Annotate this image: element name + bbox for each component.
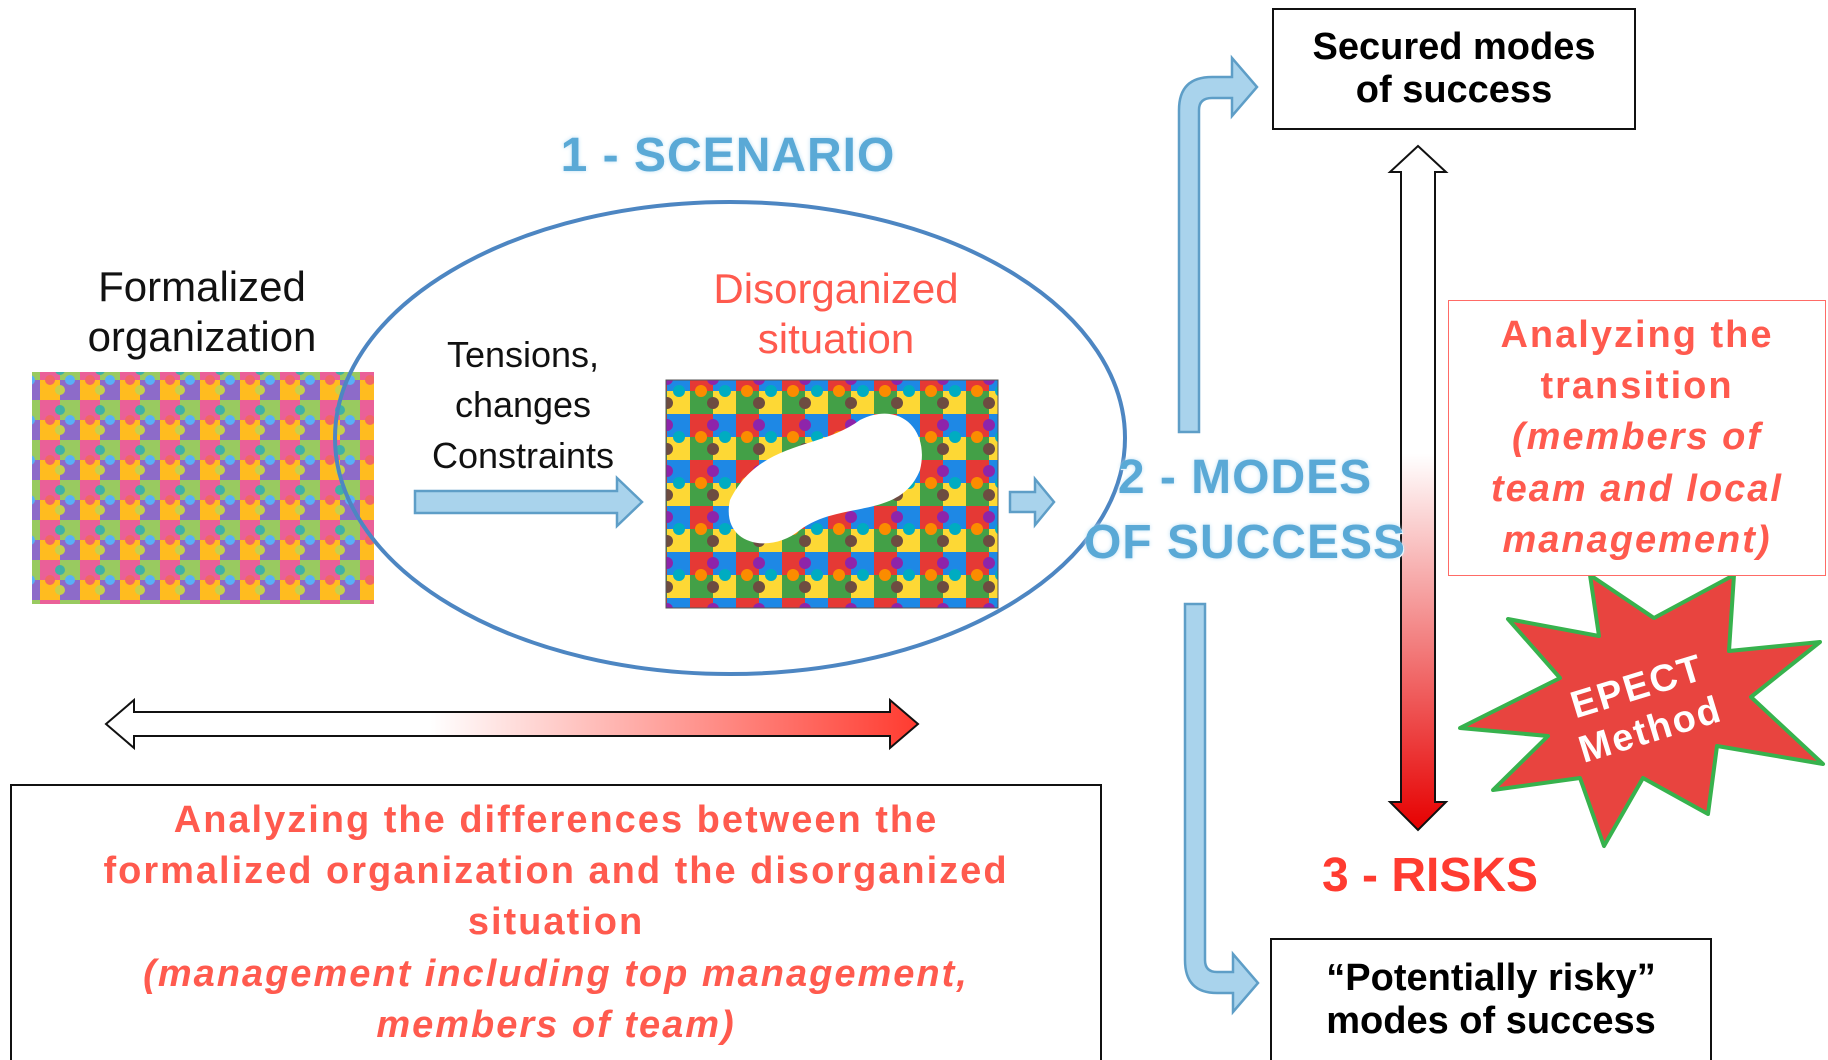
scenario-title: 1 - SCENARIO xyxy=(560,129,896,182)
formalized-puzzle-image xyxy=(32,372,374,604)
disorganized-line2: situation xyxy=(757,314,915,362)
tensions-arrow xyxy=(413,475,644,529)
differences-line1: Analyzing the differences between the xyxy=(173,798,939,841)
differences-line2: formalized organization and the disorgan… xyxy=(103,850,1009,893)
to-secured-arrow xyxy=(1177,54,1259,434)
epect-starburst xyxy=(1458,573,1825,848)
transition-line1: Analyzing the xyxy=(1500,313,1774,356)
transition-double-arrow xyxy=(1387,144,1449,832)
transition-line4: team and local xyxy=(1491,467,1783,510)
transition-line5: management) xyxy=(1502,518,1772,561)
tensions-line3: Constraints xyxy=(431,434,615,476)
to-risky-arrow xyxy=(1183,602,1260,1016)
differences-line4: (management including top management, xyxy=(143,952,969,995)
tensions-line1: Tensions, xyxy=(446,334,600,375)
differences-line3: situation xyxy=(467,901,645,944)
formalized-line1: Formalized xyxy=(98,263,306,310)
disorganized-label: Disorganized situation xyxy=(666,264,1006,363)
risky-line1: “Potentially risky” xyxy=(1326,957,1656,999)
to-modes-arrow xyxy=(1008,475,1056,529)
transition-box: Analyzing the transition (members of tea… xyxy=(1448,300,1826,576)
differences-double-arrow xyxy=(104,697,920,751)
risks-title: 3 - RISKS xyxy=(1321,849,1539,902)
secured-line2: of success xyxy=(1355,69,1553,111)
secured-box: Secured modes of success xyxy=(1272,8,1636,130)
disorganized-puzzle-gap xyxy=(728,413,922,544)
transition-line3: (members of xyxy=(1511,416,1763,459)
modes-line2: OF SUCCESS xyxy=(1083,515,1407,569)
tensions-label: Tensions, changes Constraints xyxy=(408,330,638,481)
secured-line1: Secured modes xyxy=(1312,26,1596,68)
differences-line5: members of team) xyxy=(376,1003,736,1046)
transition-line2: transition xyxy=(1540,365,1734,408)
scenario-ellipse xyxy=(333,200,1127,676)
formalized-line2: organization xyxy=(87,312,317,360)
risky-box: “Potentially risky” modes of success xyxy=(1270,938,1712,1060)
modes-line1: 2 - MODES xyxy=(1117,451,1373,504)
modes-title: 2 - MODES OF SUCCESS xyxy=(1080,446,1410,576)
formalized-label: Formalized organization xyxy=(52,262,352,361)
tensions-line2: changes xyxy=(454,384,592,426)
differences-box: Analyzing the differences between the fo… xyxy=(10,784,1102,1060)
risky-line2: modes of success xyxy=(1326,1000,1656,1042)
disorganized-line1: Disorganized xyxy=(713,265,959,312)
